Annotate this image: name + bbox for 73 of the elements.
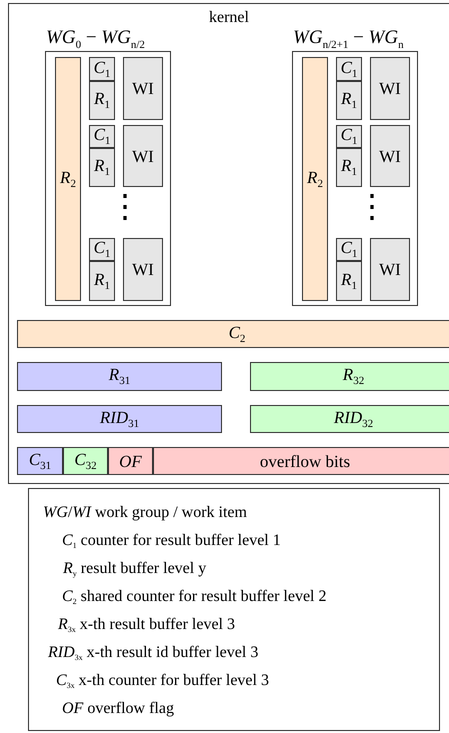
buffer-cell <box>336 148 362 187</box>
buffer-label: WI <box>132 148 154 164</box>
buffer-label: C$_{31}$ <box>28 450 52 472</box>
legend-entry: R$_{y}$ result buffer level y <box>63 561 206 578</box>
buffer-cell <box>123 238 163 301</box>
buffer-bar <box>17 362 222 391</box>
buffer-cell <box>336 57 362 81</box>
buffer-bar <box>153 447 449 475</box>
buffer-label: C$_{1}$ <box>340 126 358 147</box>
buffer-label: R$_{1}$ <box>341 90 357 111</box>
buffer-bar <box>108 447 153 475</box>
buffer-bar <box>250 362 449 391</box>
buffer-cell <box>123 57 163 120</box>
legend-box <box>28 488 440 731</box>
buffer-cell <box>89 148 115 187</box>
kernel-frame <box>8 3 449 484</box>
buffer-label: OF <box>119 452 142 470</box>
buffer-cell <box>123 125 163 187</box>
buffer-bar <box>63 447 108 475</box>
buffer-label: C$_{1}$ <box>94 239 110 260</box>
buffer-cell <box>370 125 410 187</box>
buffer-cell <box>370 238 410 301</box>
buffer-cell <box>336 261 362 301</box>
buffer-cell <box>370 57 410 120</box>
buffer-cell <box>89 81 115 120</box>
buffer-label: R$_{2}$ <box>307 168 323 190</box>
buffer-label: R$_{32}$ <box>342 366 364 387</box>
buffer-label: C$_{1}$ <box>340 58 358 80</box>
buffer-label: R$_{1}$ <box>94 270 110 292</box>
legend-entry: OF overflow flag <box>62 701 174 717</box>
buffer-cell <box>89 125 115 148</box>
buffer-bar <box>302 57 328 301</box>
vertical-ellipsis: ⋮ <box>109 190 141 222</box>
buffer-label: overflow bits <box>260 452 350 470</box>
buffer-cell <box>89 57 115 81</box>
buffer-label: WI <box>379 80 401 97</box>
buffer-label: R$_{1}$ <box>341 157 357 178</box>
buffer-label: C$_{1}$ <box>94 58 110 80</box>
group-heading: WG$_{0}$ − WG$_{n/2}$ <box>46 28 146 51</box>
buffer-label: C$_{1}$ <box>340 239 358 260</box>
buffer-bar <box>250 405 449 433</box>
buffer-label: WI <box>379 261 401 278</box>
kernel-heading: kernel <box>209 10 249 26</box>
legend-entry: R$_{3x}$ x-th result buffer level 3 <box>58 617 235 634</box>
buffer-bar <box>55 57 81 301</box>
buffer-bar <box>17 447 63 475</box>
buffer-cell <box>89 238 115 261</box>
buffer-label: WI <box>132 261 154 278</box>
legend-entry: C$_{2}$ shared counter for result buffer level 2 <box>62 589 326 606</box>
legend-entry: WG/WI work group / work item <box>43 505 247 521</box>
buffer-bar <box>17 320 449 348</box>
buffer-label: R$_{2}$ <box>60 168 76 190</box>
legend-entry: RID$_{3x}$ x-th result id buffer level 3 <box>48 645 258 662</box>
buffer-label: WI <box>379 148 401 164</box>
buffer-cell <box>89 261 115 301</box>
buffer-label: R$_{1}$ <box>94 90 110 111</box>
buffer-cell <box>336 125 362 148</box>
buffer-label: R$_{1}$ <box>341 270 357 292</box>
buffer-label: R$_{31}$ <box>108 366 130 387</box>
buffer-label: C$_{2}$ <box>228 324 246 344</box>
buffer-cell <box>336 81 362 120</box>
legend-entry: C$_{3x}$ x-th counter for buffer level 3 <box>56 673 269 690</box>
buffer-label: RID$_{31}$ <box>100 408 140 430</box>
legend-entry: C$_{1}$ counter for result buffer level 1 <box>62 533 281 550</box>
buffer-cell <box>336 238 362 261</box>
buffer-label: R$_{1}$ <box>94 157 110 178</box>
vertical-ellipsis: ⋮ <box>356 190 388 222</box>
buffer-label: RID$_{32}$ <box>334 408 374 430</box>
group-heading: WG$_{n/2+1}$ − WG$_{n}$ <box>293 28 405 51</box>
buffer-label: C$_{32}$ <box>74 450 97 472</box>
buffer-bar <box>17 405 222 433</box>
buffer-label: C$_{1}$ <box>94 126 110 147</box>
buffer-label: WI <box>132 80 154 97</box>
